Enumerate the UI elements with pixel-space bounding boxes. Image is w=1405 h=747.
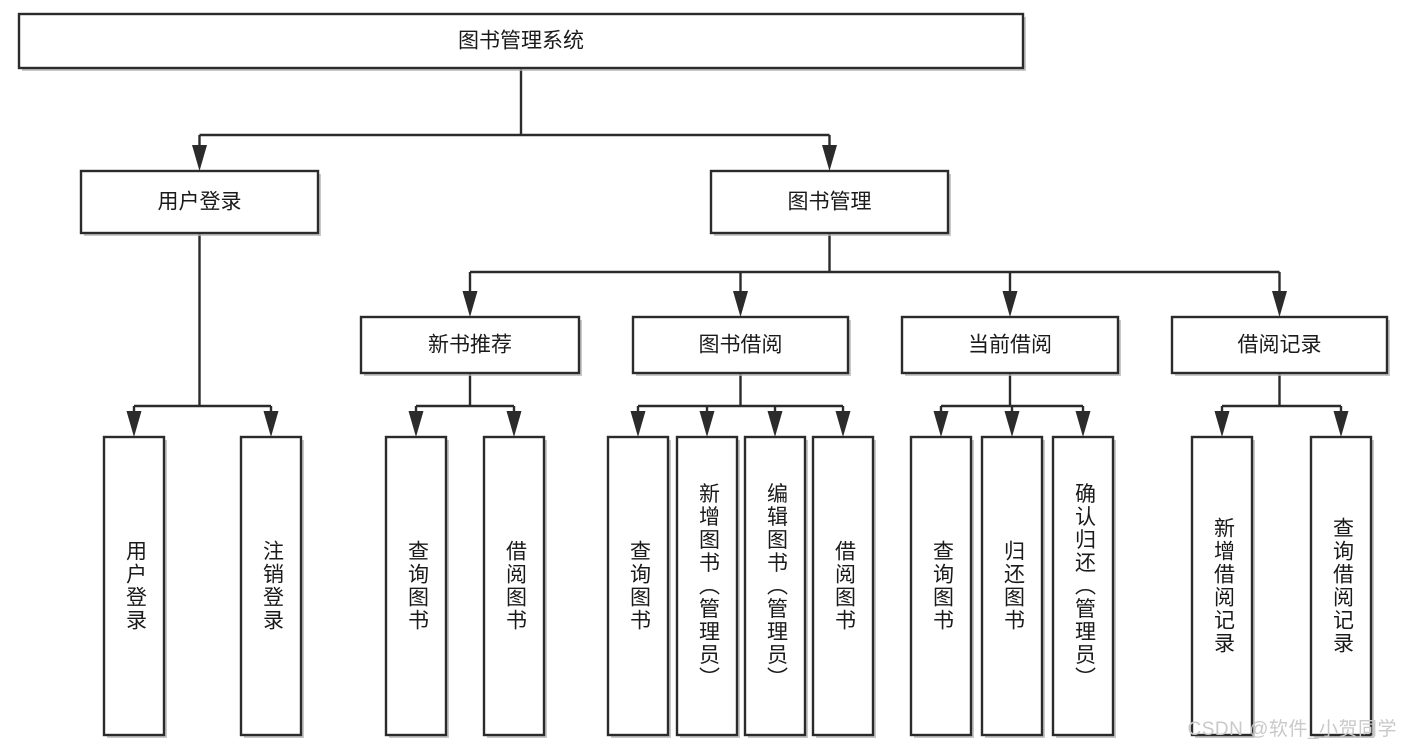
node-label: 用户登录 [124,540,148,632]
arrow-head-icon [408,411,424,437]
csdn-watermark: CSDN @软件_小贺同学 [1187,719,1397,740]
node-label: 图书借阅 [699,334,783,357]
node-leaf-logout[interactable]: 注销登录 [239,435,304,738]
node-box[interactable] [102,435,166,737]
arrow-head-icon [263,411,279,437]
node-leaf-return-book[interactable]: 归还图书 [980,435,1045,738]
arrow-head-icon [933,411,949,437]
node-label: 归还图书 [1002,540,1026,632]
node-borrow-record[interactable]: 借阅记录 [1170,315,1390,376]
node-leaf-confirm-return[interactable]: 确认归还（管理员） [1051,435,1116,738]
arrow-head-icon [1002,291,1018,317]
node-box[interactable] [606,435,670,737]
node-label: 借阅图书 [833,540,857,632]
arrow-head-icon [126,411,142,437]
node-label: 编辑图书（管理员） [765,483,789,690]
arrow-head-icon [1004,411,1020,437]
arrow-head-icon [1214,411,1230,437]
node-label: 当前借阅 [968,334,1052,357]
node-box[interactable] [482,435,546,737]
arrow-head-icon [192,145,207,171]
node-label: 借阅记录 [1238,334,1322,357]
node-new-book-rec[interactable]: 新书推荐 [359,315,582,376]
node-book-manage[interactable]: 图书管理 [709,169,951,236]
node-box[interactable] [17,12,1025,70]
node-leaf-add-book[interactable]: 新增图书（管理员） [675,435,740,738]
node-box[interactable] [675,435,739,737]
node-root[interactable]: 图书管理系统 [17,12,1026,71]
node-box[interactable] [384,435,448,737]
arrow-head-icon [462,291,478,317]
node-leaf-query-book-3[interactable]: 查询图书 [909,435,974,738]
node-layer: 图书管理系统用户登录图书管理新书推荐图书借阅当前借阅借阅记录用户登录注销登录查询… [17,12,1390,738]
arrow-head-icon [506,411,522,437]
node-box[interactable] [900,315,1120,375]
node-label: 查询借阅记录 [1331,517,1355,655]
node-box[interactable] [1170,315,1389,375]
connector-new-book-rec [408,373,522,437]
node-leaf-edit-book[interactable]: 编辑图书（管理员） [743,435,808,738]
node-label: 新增图书（管理员） [697,483,721,690]
node-label: 查询图书 [931,540,955,632]
arrow-head-icon [1272,291,1287,317]
node-label: 图书管理 [788,191,872,214]
node-label: 借阅图书 [504,540,528,632]
connector-book-borrow [630,373,851,437]
node-leaf-borrow-book-2[interactable]: 借阅图书 [811,435,876,738]
node-book-borrow[interactable]: 图书借阅 [631,315,851,376]
node-box[interactable] [743,435,807,737]
node-label: 用户登录 [158,191,242,214]
connector-user-login [126,233,279,437]
node-current-borrow[interactable]: 当前借阅 [900,315,1121,376]
arrow-head-icon [835,411,851,437]
node-box[interactable] [980,435,1044,737]
node-leaf-query-book-2[interactable]: 查询图书 [606,435,671,738]
arrow-head-icon [1075,411,1091,437]
connector-layer [126,68,1349,437]
node-label: 新增借阅记录 [1212,517,1236,655]
node-box[interactable] [1309,435,1373,737]
node-box[interactable] [359,315,581,375]
node-user-login[interactable]: 用户登录 [79,169,321,236]
node-label: 新书推荐 [428,334,512,357]
arrow-head-icon [1333,411,1349,437]
node-label: 图书管理系统 [458,30,584,53]
arrow-head-icon [630,411,646,437]
node-box[interactable] [709,169,950,235]
node-leaf-query-book-1[interactable]: 查询图书 [384,435,449,738]
arrow-head-icon [822,145,837,171]
arrow-head-icon [767,411,783,437]
connector-borrow-record [1214,373,1349,437]
arrow-head-icon [699,411,715,437]
node-label: 查询图书 [628,540,652,632]
node-leaf-borrow-book-1[interactable]: 借阅图书 [482,435,547,738]
connector-book-manage [462,233,1287,317]
node-box[interactable] [811,435,875,737]
connector-current-borrow [933,373,1091,437]
node-box[interactable] [909,435,973,737]
node-leaf-add-record[interactable]: 新增借阅记录 [1190,435,1255,738]
node-leaf-query-record[interactable]: 查询借阅记录 [1309,435,1374,738]
node-box[interactable] [1051,435,1115,737]
node-label: 确认归还（管理员） [1073,483,1097,690]
node-box[interactable] [79,169,320,235]
node-label: 注销登录 [261,540,285,632]
node-box[interactable] [1190,435,1254,737]
arrow-head-icon [733,291,748,317]
node-box[interactable] [239,435,303,737]
node-box[interactable] [631,315,850,375]
node-leaf-user-login[interactable]: 用户登录 [102,435,167,738]
node-label: 查询图书 [406,540,430,632]
connector-root [192,68,837,171]
